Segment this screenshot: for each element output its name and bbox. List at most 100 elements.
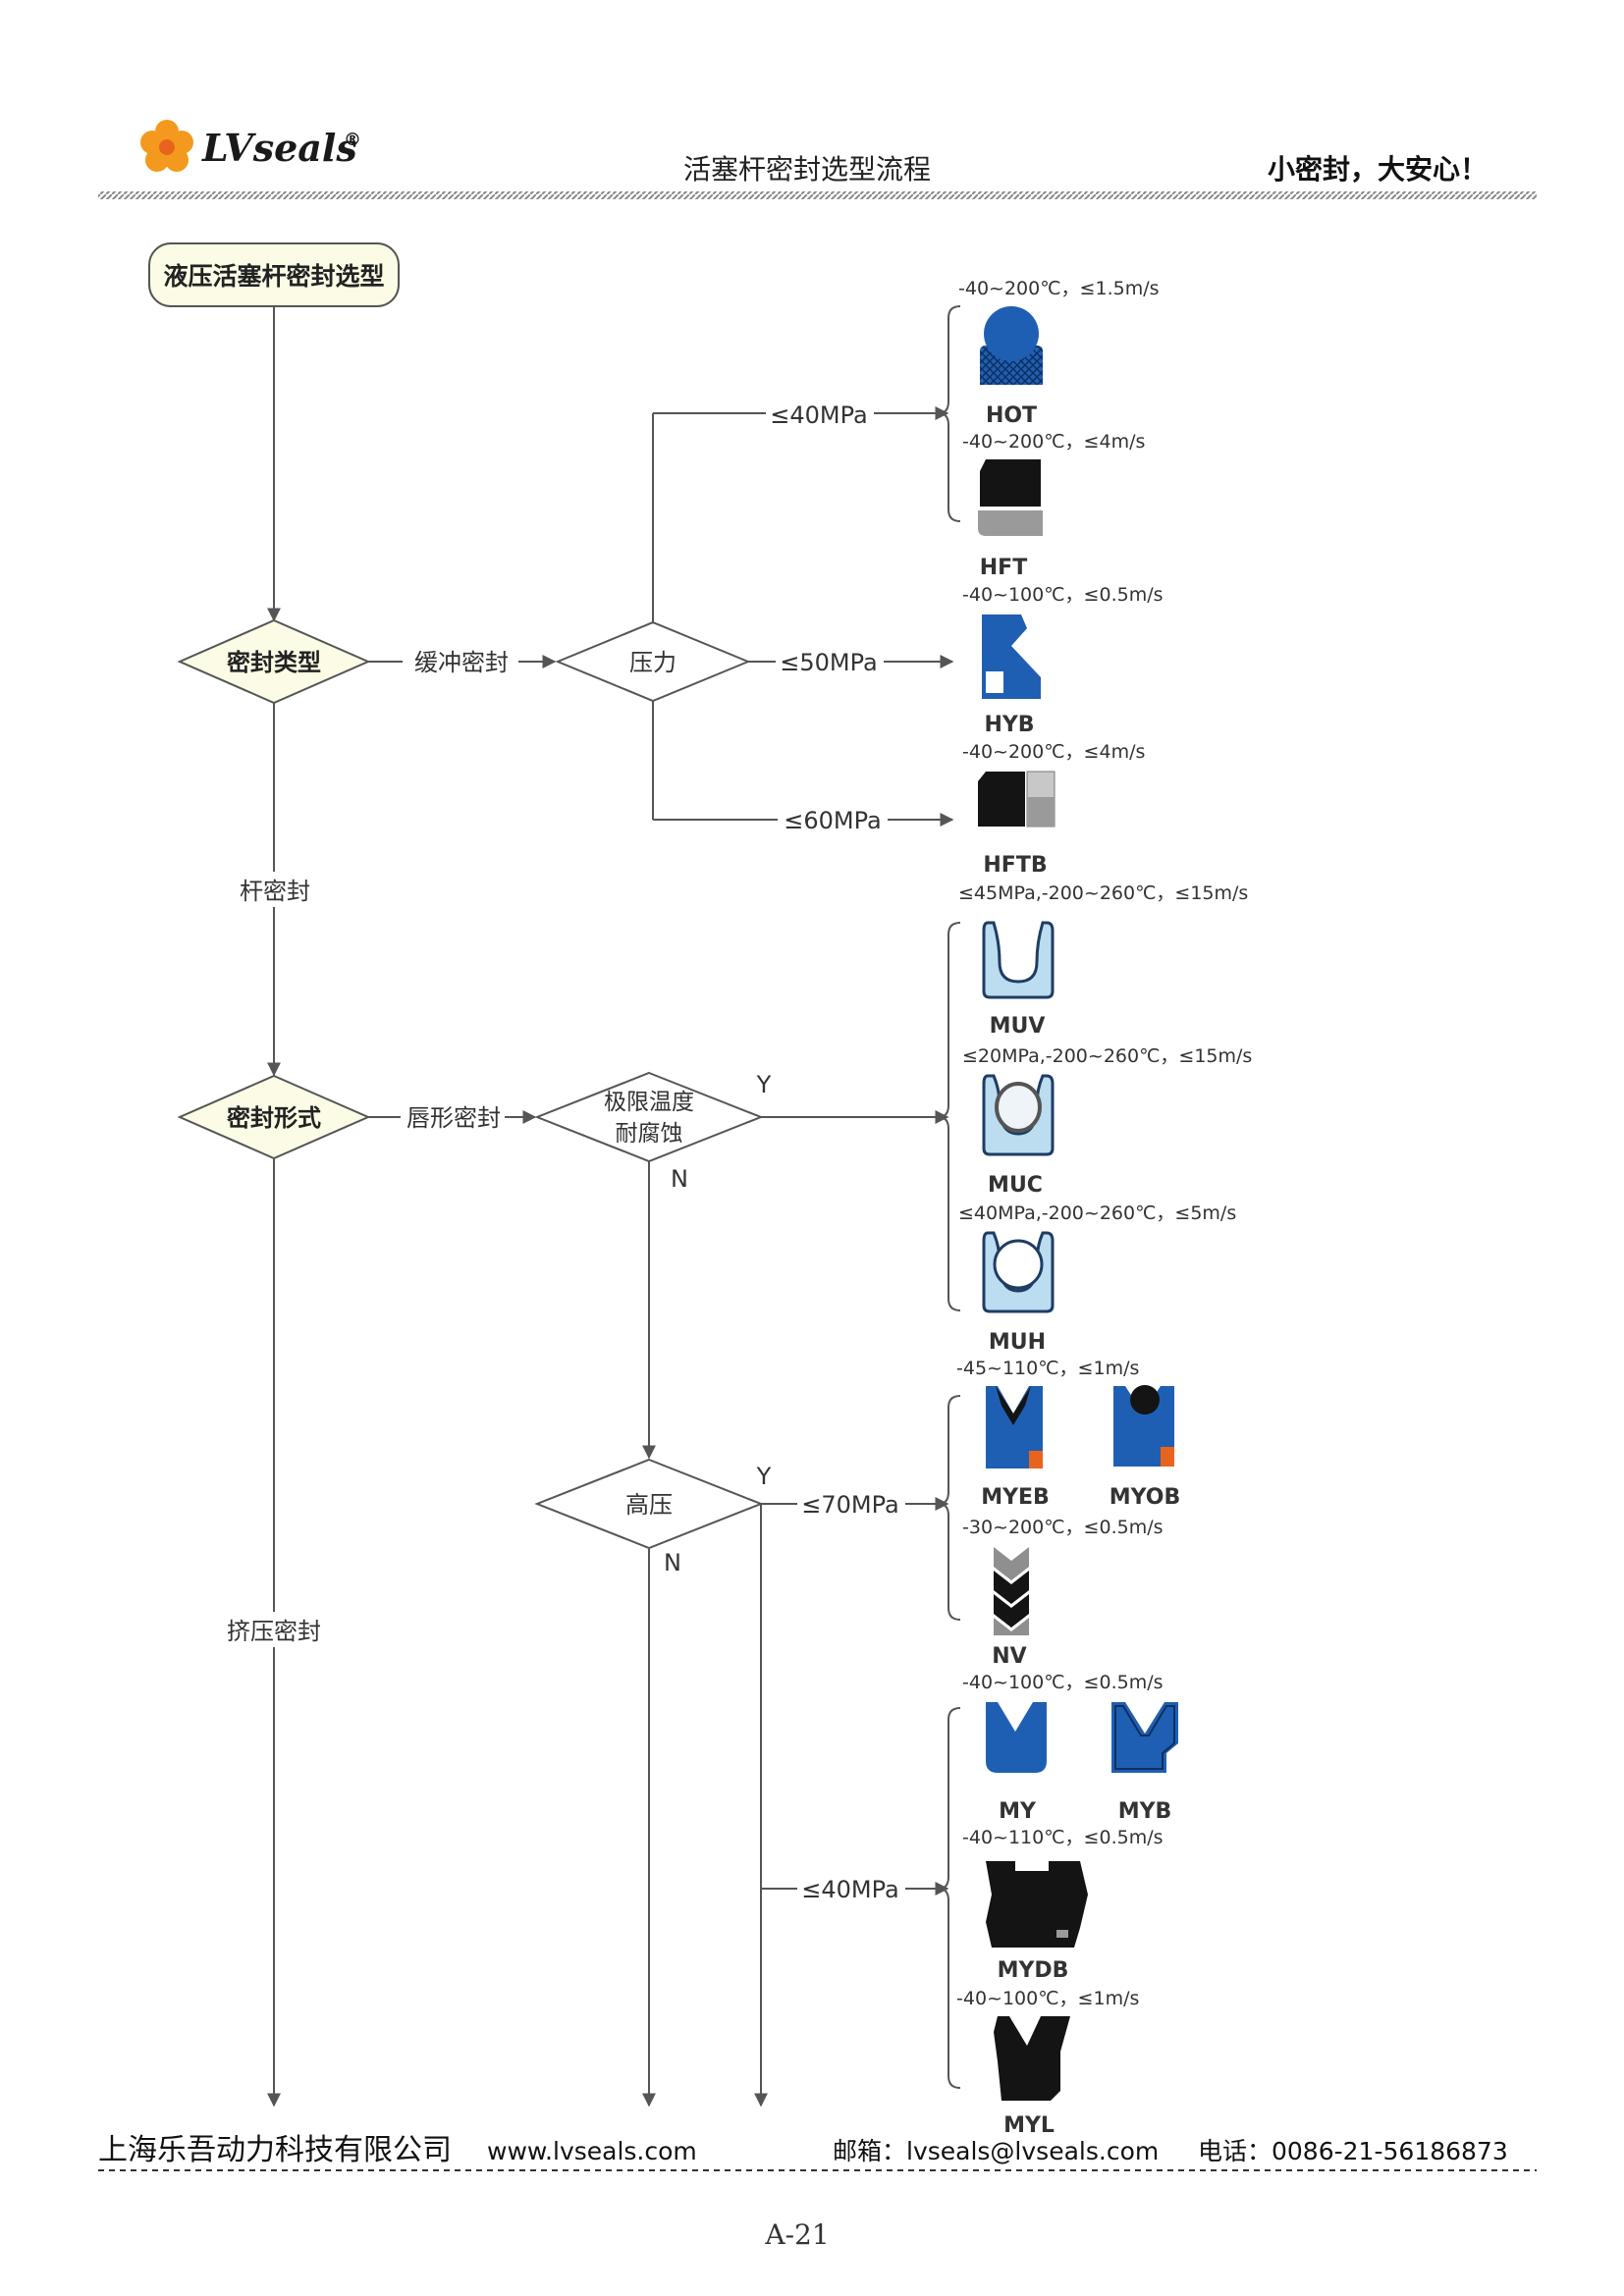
edge-squeeze-label: 挤压密封 bbox=[227, 1618, 321, 1645]
myob-seal-icon bbox=[1113, 1385, 1174, 1467]
footer-phone: 电话：0086-21-56186873 bbox=[1198, 2137, 1508, 2165]
product-hyb-code: HYB bbox=[984, 713, 1034, 737]
lvseals-logo-icon bbox=[140, 120, 193, 172]
brand-registered-mark: ® bbox=[344, 130, 361, 150]
footer-website: www.lvseals.com bbox=[487, 2137, 697, 2165]
edge-70mpa-label: ≤70MPa bbox=[801, 1491, 898, 1519]
edge-60mpa-label: ≤60MPa bbox=[784, 807, 881, 834]
product-myeb-spec: -45~110℃，≤1m/s bbox=[956, 1358, 1139, 1379]
product-muh-code: MUH bbox=[989, 1330, 1046, 1355]
mydb-seal-icon bbox=[986, 1861, 1088, 1948]
decision-pressure-label: 压力 bbox=[629, 649, 677, 676]
decision-extreme-label-1: 极限温度 bbox=[604, 1090, 694, 1115]
product-hyb-spec: -40~100℃，≤0.5m/s bbox=[962, 584, 1164, 606]
bracket-buffer bbox=[938, 305, 961, 522]
product-myb: MYB bbox=[1111, 1702, 1178, 1824]
nv-seal-icon bbox=[994, 1547, 1029, 1635]
product-nv: -30~200℃，≤0.5m/s NV bbox=[962, 1517, 1164, 1669]
product-hft: -40~200℃，≤4m/s HFT bbox=[962, 431, 1145, 580]
hft-seal-icon bbox=[978, 459, 1043, 536]
product-my-code: MY bbox=[999, 1799, 1037, 1824]
footer-email: 邮箱：lvseals@lvseals.com bbox=[833, 2137, 1159, 2165]
product-myl: -40~100℃，≤1m/s MYL bbox=[956, 1988, 1139, 2138]
product-myob-code: MYOB bbox=[1110, 1485, 1181, 1510]
product-hft-code: HFT bbox=[980, 556, 1027, 580]
product-muv: ≤45MPa,-200~260℃，≤15m/s MUV bbox=[958, 882, 1248, 1039]
product-myl-spec: -40~100℃，≤1m/s bbox=[956, 1988, 1139, 2009]
product-myeb: -45~110℃，≤1m/s MYEB bbox=[956, 1358, 1139, 1510]
start-node: 液压活塞杆密封选型 bbox=[148, 242, 400, 307]
edge-extreme-yes-label: Y bbox=[756, 1071, 772, 1098]
product-muv-spec: ≤45MPa,-200~260℃，≤15m/s bbox=[958, 882, 1248, 904]
product-muh-spec: ≤40MPa,-200~260℃，≤5m/s bbox=[958, 1202, 1236, 1224]
edge-40mpa-label: ≤40MPa bbox=[770, 401, 867, 429]
product-muc: ≤20MPa,-200~260℃，≤15m/s MUC bbox=[962, 1045, 1252, 1198]
connectors bbox=[267, 306, 954, 2108]
product-nv-code: NV bbox=[992, 1644, 1026, 1669]
product-myeb-code: MYEB bbox=[981, 1485, 1050, 1510]
product-hft-spec: -40~200℃，≤4m/s bbox=[962, 431, 1145, 453]
hftb-seal-icon bbox=[978, 771, 1056, 828]
brackets bbox=[938, 305, 961, 2089]
page-number: A-21 bbox=[764, 2218, 829, 2251]
bracket-70mpa bbox=[938, 1395, 961, 1621]
decision-pressure: 压力 bbox=[555, 620, 751, 703]
decision-extreme: 极限温度 耐腐蚀 bbox=[534, 1071, 764, 1163]
product-mydb-spec: -40~110℃，≤0.5m/s bbox=[962, 1827, 1164, 1848]
decision-extreme-label-2: 耐腐蚀 bbox=[616, 1121, 683, 1147]
edge-labels: 缓冲密封 ≤40MPa ≤50MPa ≤60MPa 杆密封 唇形密封 Y N Y… bbox=[218, 395, 905, 1904]
muv-seal-icon bbox=[982, 921, 1055, 999]
decision-seal-form-label: 密封形式 bbox=[227, 1104, 321, 1132]
footer-company: 上海乐吾动力科技有限公司 bbox=[98, 2133, 452, 2167]
decision-seal-type: 密封类型 bbox=[177, 618, 371, 705]
edge-buffer-label: 缓冲密封 bbox=[414, 649, 509, 676]
muh-seal-icon bbox=[982, 1231, 1055, 1313]
product-muc-spec: ≤20MPa,-200~260℃，≤15m/s bbox=[962, 1045, 1252, 1067]
product-hyb: -40~100℃，≤0.5m/s HYB bbox=[962, 584, 1164, 737]
footer: 上海乐吾动力科技有限公司 www.lvseals.com 邮箱：lvseals@… bbox=[98, 2133, 1537, 2251]
my-seal-icon bbox=[986, 1702, 1047, 1773]
page-title: 活塞杆密封选型流程 bbox=[683, 153, 931, 186]
product-muh: ≤40MPa,-200~260℃，≤5m/s MUH bbox=[958, 1202, 1236, 1355]
product-mydb-code: MYDB bbox=[998, 1958, 1069, 1983]
muc-seal-icon bbox=[982, 1074, 1055, 1156]
edge-50mpa-label: ≤50MPa bbox=[780, 649, 877, 676]
product-myb-code: MYB bbox=[1118, 1799, 1172, 1824]
product-hftb-code: HFTB bbox=[983, 853, 1047, 878]
product-muv-code: MUV bbox=[990, 1014, 1046, 1039]
edge-lip-label: 唇形密封 bbox=[406, 1104, 501, 1132]
product-myl-code: MYL bbox=[1003, 2113, 1055, 2138]
product-hot: -40~200℃，≤1.5m/s HOT bbox=[958, 278, 1160, 428]
edge-high-pressure-yes-label: Y bbox=[756, 1463, 772, 1490]
myb-seal-icon bbox=[1111, 1702, 1178, 1773]
decision-high-pressure-label: 高压 bbox=[625, 1491, 673, 1519]
decision-high-pressure: 高压 bbox=[534, 1458, 764, 1550]
decision-seal-form: 密封形式 bbox=[177, 1074, 371, 1160]
product-my-spec: -40~100℃，≤0.5m/s bbox=[962, 1672, 1164, 1693]
bracket-extreme bbox=[938, 922, 961, 1311]
product-muc-code: MUC bbox=[988, 1173, 1043, 1198]
product-my: -40~100℃，≤0.5m/s MY bbox=[962, 1672, 1164, 1824]
start-node-label: 液压活塞杆密封选型 bbox=[163, 262, 384, 291]
product-hot-code: HOT bbox=[986, 403, 1037, 428]
product-hot-spec: -40~200℃，≤1.5m/s bbox=[958, 278, 1160, 299]
hyb-seal-icon bbox=[982, 614, 1041, 699]
header: LVseals ® 活塞杆密封选型流程 小密封，大安心！ bbox=[98, 120, 1537, 199]
decision-seal-type-label: 密封类型 bbox=[227, 649, 321, 676]
edge-rod-label: 杆密封 bbox=[240, 878, 310, 905]
brand-name: LVseals bbox=[201, 126, 357, 170]
edge-high-pressure-no-label: N bbox=[664, 1549, 681, 1576]
edge-extreme-no-label: N bbox=[671, 1165, 688, 1193]
bracket-40mpa bbox=[938, 1707, 961, 2089]
product-hftb-spec: -40~200℃，≤4m/s bbox=[962, 741, 1145, 763]
product-nv-spec: -30~200℃，≤0.5m/s bbox=[962, 1517, 1164, 1538]
slogan: 小密封，大安心！ bbox=[1268, 153, 1488, 186]
edge-40mpa-b-label: ≤40MPa bbox=[801, 1876, 898, 1903]
product-hftb: -40~200℃，≤4m/s HFTB bbox=[962, 741, 1145, 878]
myl-seal-icon bbox=[994, 2016, 1070, 2101]
product-myob: MYOB bbox=[1110, 1385, 1181, 1510]
myeb-seal-icon bbox=[986, 1386, 1043, 1468]
header-divider bbox=[98, 191, 1537, 199]
hot-seal-icon bbox=[980, 306, 1043, 385]
